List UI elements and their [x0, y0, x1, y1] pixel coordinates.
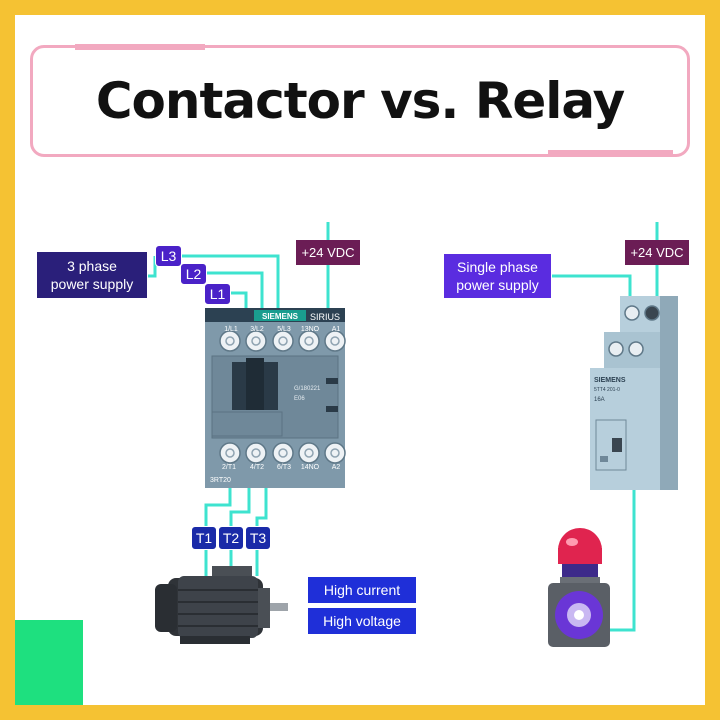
motor-body	[178, 576, 258, 638]
single-phase-supply-line1: Single phase	[457, 259, 538, 275]
high-voltage-label: High voltage	[308, 608, 416, 634]
warning-lamp	[548, 528, 610, 647]
wire-l2	[204, 271, 264, 310]
terminal-screw-head	[330, 336, 340, 346]
relay-indicator	[600, 456, 608, 462]
relay-screw	[628, 341, 644, 357]
terminal-screw	[324, 442, 346, 464]
siemens-badge	[254, 310, 306, 321]
single-phase-supply-line2: power supply	[456, 277, 539, 293]
phase-tag-l1: L1	[204, 283, 231, 305]
phase-tag-l2: L2	[180, 263, 207, 285]
terminal-screw	[245, 442, 267, 464]
lamp-highlight	[566, 538, 578, 546]
relay-switch	[612, 438, 622, 452]
high-current-label: High current	[308, 577, 416, 603]
terminal-screw-head	[251, 336, 261, 346]
wire-relay-supply	[552, 274, 632, 296]
relay-brand: SIEMENS	[594, 377, 626, 384]
contactor-label-plate-inner	[246, 358, 264, 410]
three-phase-supply-label: 3 phase power supply	[36, 251, 148, 299]
wire-supply	[148, 256, 157, 278]
bottom-screw-row	[219, 442, 346, 464]
bottom-terminal-label: 14NO	[301, 464, 320, 471]
phase-tag-l3: L3	[155, 245, 182, 267]
contactor-model: 3RT20	[210, 477, 231, 484]
top-terminal-label: 5/L3	[277, 326, 291, 333]
contactor-slot	[326, 378, 338, 384]
relay: SIEMENS 5TT4 201-0 16A	[590, 296, 678, 490]
title-box: Contactor vs. Relay	[30, 45, 690, 157]
contactor-slot	[326, 406, 338, 412]
output-tag-t1: T1	[191, 526, 217, 550]
relay-screw	[608, 341, 624, 357]
contactor-series: SIRIUS	[310, 312, 340, 322]
top-terminal-label: A1	[332, 326, 341, 333]
terminal-screw-head	[225, 448, 235, 458]
relay-24vdc-label: +24 VDC	[625, 240, 689, 265]
output-tag-t3: T3	[245, 526, 271, 550]
top-screw-row	[219, 330, 346, 352]
title-accent-top	[75, 44, 205, 50]
terminal-screw-head	[278, 448, 288, 458]
relay-side-shade	[660, 296, 678, 490]
bottom-terminal-label: A2	[332, 464, 341, 471]
lamp-ring	[560, 577, 600, 583]
bottom-terminal-label: 6/T3	[277, 464, 291, 471]
title-accent-bottom	[548, 150, 673, 156]
motor-end-cap	[155, 584, 177, 632]
terminal-screw	[298, 442, 320, 464]
contactor-code-2: E06	[294, 396, 305, 402]
contactor-24vdc-label: +24 VDC	[296, 240, 360, 265]
contactor-window	[211, 411, 283, 437]
motor	[155, 566, 288, 644]
terminal-screw	[219, 442, 241, 464]
terminal-screw-head	[225, 336, 235, 346]
lamp-dome-base	[558, 548, 602, 564]
top-terminal-label: 1/L1	[224, 326, 238, 333]
three-phase-supply-line2: power supply	[50, 276, 134, 292]
terminal-screw-head	[251, 448, 261, 458]
terminal-screw	[298, 330, 320, 352]
bottom-terminal-label: 4/T2	[250, 464, 264, 471]
output-tag-t2: T2	[218, 526, 244, 550]
relay-rating: 16A	[594, 397, 605, 403]
three-phase-supply-line1: 3 phase	[67, 258, 117, 274]
motor-foot	[180, 636, 250, 644]
contactor-code-1: G/180221	[294, 386, 321, 392]
terminal-screw-head	[278, 336, 288, 346]
relay-window	[595, 419, 627, 471]
wire-l1	[228, 291, 248, 310]
motor-shaft	[270, 603, 288, 611]
terminal-screw	[219, 330, 241, 352]
green-corner-accent	[15, 620, 83, 705]
terminal-screw-head	[304, 336, 314, 346]
single-phase-supply-label: Single phase power supply	[443, 253, 552, 299]
terminal-screw	[245, 330, 267, 352]
page-title: Contactor vs. Relay	[95, 72, 625, 130]
wire-relay-lamp	[610, 488, 636, 632]
contactor-brand: SIEMENS	[262, 312, 299, 321]
terminal-screw	[272, 442, 294, 464]
wire-l3	[180, 254, 280, 310]
terminal-screw	[324, 330, 346, 352]
terminal-screw	[272, 330, 294, 352]
terminal-screw-head	[304, 448, 314, 458]
bottom-terminal-label: 2/T1	[222, 464, 236, 471]
lamp-collar	[562, 564, 598, 578]
relay-screw	[644, 305, 660, 321]
lamp-lens-core	[574, 610, 584, 620]
contactor: SIEMENS SIRIUS G/180221 E06 1/L1 3/L2 5/…	[205, 308, 346, 488]
relay-screw	[624, 305, 640, 321]
top-terminal-label: 3/L2	[250, 326, 264, 333]
relay-model: 5TT4 201-0	[594, 387, 620, 393]
motor-flange	[258, 588, 270, 628]
terminal-screw-head	[330, 448, 340, 458]
top-terminal-label: 13NO	[301, 326, 320, 333]
